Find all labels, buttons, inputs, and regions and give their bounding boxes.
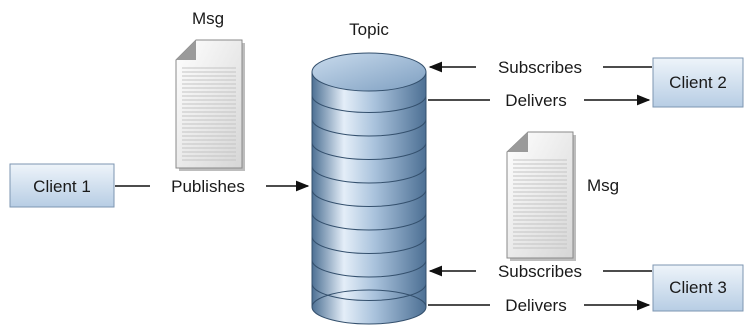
publishes-edge: Publishes: [115, 177, 310, 196]
cylinder-segment-line: [311, 189, 427, 207]
cylinder-segment-line: [311, 165, 427, 184]
delivers-edge-bottom: Delivers: [428, 296, 651, 315]
cylinder-segment-line: [311, 95, 427, 113]
topic-label: Topic: [349, 20, 389, 39]
client-1-label: Client 1: [33, 177, 91, 196]
client-2-box: Client 2: [652, 57, 744, 108]
cylinder-segment-line: [311, 259, 427, 278]
subscribes-edge-bottom: Subscribes: [428, 262, 652, 281]
cylinder-bottom: [311, 289, 427, 325]
cylinder-segments: [311, 95, 427, 301]
cylinder-segment-line: [311, 118, 427, 137]
delivers-bottom-label: Delivers: [505, 296, 566, 315]
subscribes-edge-top: Subscribes: [428, 58, 652, 77]
client-3-box: Client 3: [652, 264, 744, 312]
client-3-label: Client 3: [669, 278, 727, 297]
cylinder-top: [311, 52, 427, 92]
subscribes-top-label: Subscribes: [498, 58, 582, 77]
client-2-label: Client 2: [669, 73, 727, 92]
cylinder-segment-line: [311, 142, 427, 160]
cylinder-segment-line: [311, 212, 427, 231]
delivers-edge-top: Delivers: [428, 91, 651, 110]
cylinder-segment-line: [311, 236, 427, 254]
msg-label-1: Msg: [192, 9, 224, 28]
topic-cylinder: [311, 52, 427, 325]
subscribes-bottom-label: Subscribes: [498, 262, 582, 281]
client-1-box: Client 1: [9, 163, 115, 208]
publishes-label: Publishes: [171, 177, 245, 196]
cylinder-body: [311, 71, 427, 308]
cylinder-segment-line: [311, 283, 427, 301]
msg-label-2: Msg: [587, 176, 619, 195]
message-document-icon-2: [506, 131, 576, 261]
message-document-icon-1: [175, 39, 245, 171]
delivers-top-label: Delivers: [505, 91, 566, 110]
